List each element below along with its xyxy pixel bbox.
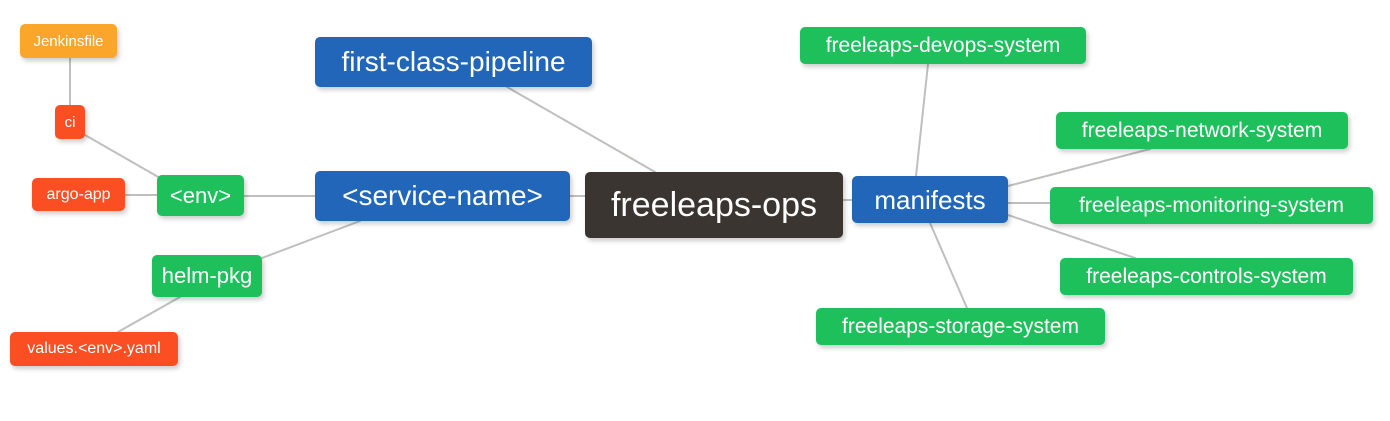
node-label-helm-pkg: helm-pkg — [161, 263, 253, 288]
node-argo-app[interactable]: argo-app — [32, 178, 125, 211]
node-label-ci: ci — [64, 113, 76, 131]
edge-manifests-to-network-system — [1007, 148, 1151, 187]
edge-manifests-to-devops-system — [915, 63, 929, 177]
node-first-class-pipeline[interactable]: first-class-pipeline — [315, 37, 592, 87]
node-controls-system[interactable]: freeleaps-controls-system — [1060, 258, 1353, 295]
node-label-monitoring-system: freeleaps-monitoring-system — [1079, 194, 1344, 217]
node-label-network-system: freeleaps-network-system — [1081, 119, 1323, 142]
node-helm-pkg[interactable]: helm-pkg — [152, 255, 262, 297]
node-label-manifests: manifests — [874, 184, 986, 215]
node-label-jenkinsfile: Jenkinsfile — [33, 32, 104, 50]
node-freeleaps-ops[interactable]: freeleaps-ops — [585, 172, 843, 238]
node-manifests[interactable]: manifests — [852, 176, 1008, 223]
node-ci[interactable]: ci — [55, 105, 85, 139]
node-label-storage-system: freeleaps-storage-system — [842, 315, 1079, 338]
node-devops-system[interactable]: freeleaps-devops-system — [800, 27, 1086, 64]
edge-manifests-to-storage-system — [929, 222, 968, 309]
node-label-first-class-pipeline: first-class-pipeline — [341, 46, 566, 77]
edge-values-env-yaml-to-helm-pkg — [117, 296, 181, 333]
edge-helm-pkg-to-service-name — [261, 220, 361, 259]
node-label-freeleaps-ops: freeleaps-ops — [610, 186, 817, 224]
node-label-devops-system: freeleaps-devops-system — [825, 34, 1061, 57]
edge-ci-to-env — [84, 134, 161, 179]
edge-first-class-pipeline-to-freeleaps-ops — [506, 86, 656, 173]
node-service-name[interactable]: <service-name> — [315, 171, 570, 221]
node-label-argo-app: argo-app — [46, 185, 111, 203]
node-jenkinsfile[interactable]: Jenkinsfile — [20, 24, 117, 58]
node-label-service-name: <service-name> — [342, 180, 543, 211]
node-env[interactable]: <env> — [157, 175, 244, 216]
node-monitoring-system[interactable]: freeleaps-monitoring-system — [1050, 187, 1373, 224]
node-label-controls-system: freeleaps-controls-system — [1086, 265, 1327, 288]
node-network-system[interactable]: freeleaps-network-system — [1056, 112, 1348, 149]
node-storage-system[interactable]: freeleaps-storage-system — [816, 308, 1105, 345]
node-label-values-env-yaml: values.<env>.yaml — [27, 340, 161, 357]
node-values-env-yaml[interactable]: values.<env>.yaml — [10, 332, 178, 366]
node-label-env: <env> — [169, 182, 232, 208]
